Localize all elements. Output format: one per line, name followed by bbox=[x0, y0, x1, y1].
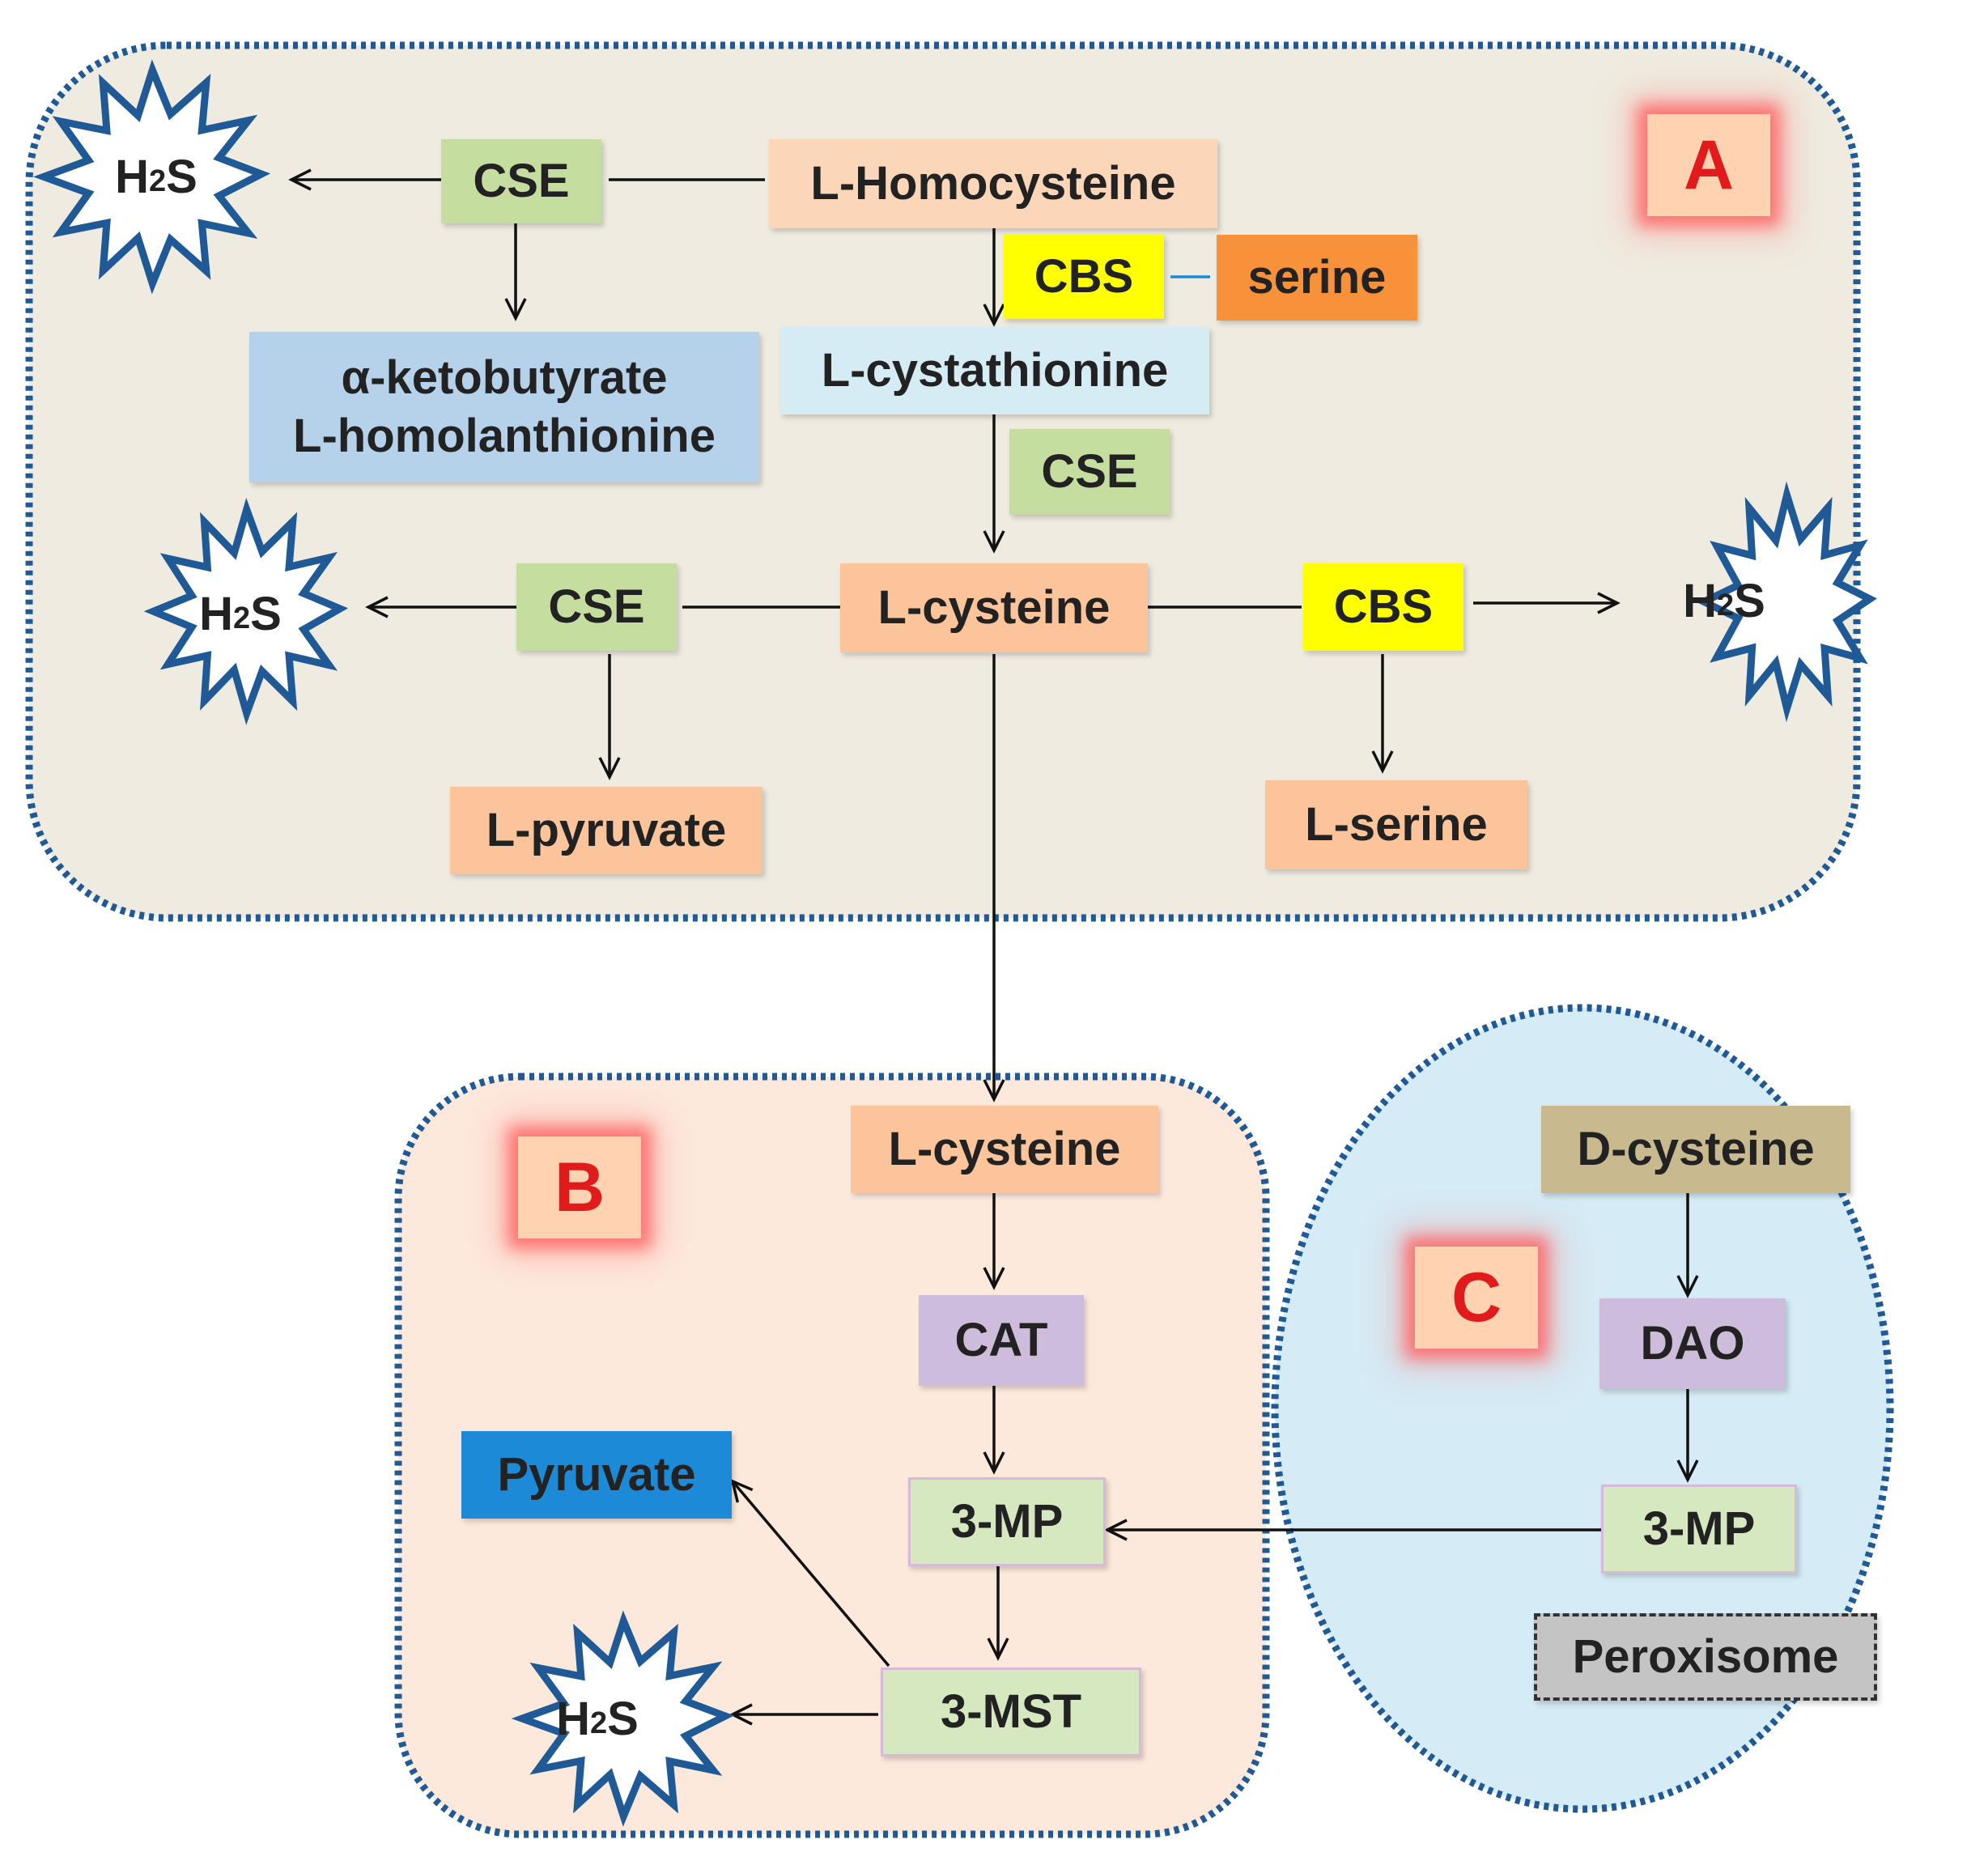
ketobutyrate-homolanthionine-node: α-ketobutyrate L-homolanthionine bbox=[249, 332, 759, 482]
serine-node: serine bbox=[1217, 235, 1417, 321]
cse-enzyme-mid: CSE bbox=[1009, 429, 1170, 515]
cbs-enzyme-right: CBS bbox=[1303, 563, 1463, 651]
l-pyruvate-node: L-pyruvate bbox=[450, 787, 762, 874]
cbs-enzyme-top: CBS bbox=[1004, 235, 1164, 319]
ketobutyrate-label: α-ketobutyrate bbox=[341, 350, 668, 404]
h2s-star-top-left bbox=[32, 59, 271, 295]
region-a-tag: A bbox=[1647, 114, 1770, 216]
cse-enzyme-left: CSE bbox=[516, 563, 677, 651]
l-homocysteine-node: L-Homocysteine bbox=[769, 139, 1217, 228]
region-b-tag: B bbox=[518, 1136, 641, 1238]
h2s-star-bottom bbox=[511, 1610, 735, 1827]
h2s-star-right bbox=[1695, 481, 1877, 723]
d-cysteine-node: D-cysteine bbox=[1541, 1106, 1850, 1193]
c-3mp-node: 3-MP bbox=[1601, 1485, 1797, 1574]
pyruvate-node: Pyruvate bbox=[461, 1431, 732, 1519]
cse-enzyme-top: CSE bbox=[441, 139, 601, 223]
region-c-tag: C bbox=[1415, 1247, 1538, 1349]
homolanthionine-label: L-homolanthionine bbox=[293, 410, 716, 462]
cat-enzyme: CAT bbox=[919, 1295, 1084, 1386]
3mst-enzyme: 3-MST bbox=[881, 1667, 1141, 1757]
h2s-star-mid-left bbox=[143, 497, 349, 725]
3mst-to-pyruvate-arrow bbox=[730, 1479, 890, 1667]
l-cysteine-node: L-cysteine bbox=[840, 563, 1148, 652]
l-serine-node: L-serine bbox=[1265, 780, 1527, 869]
peroxisome-label: Peroxisome bbox=[1534, 1613, 1877, 1701]
b-l-cysteine-node: L-cysteine bbox=[851, 1106, 1158, 1193]
l-cystathionine-node: L-cystathionine bbox=[780, 327, 1209, 414]
b-3mp-node: 3-MP bbox=[908, 1477, 1106, 1566]
region-c-panel bbox=[1271, 1004, 1894, 1813]
dao-enzyme: DAO bbox=[1599, 1298, 1786, 1389]
